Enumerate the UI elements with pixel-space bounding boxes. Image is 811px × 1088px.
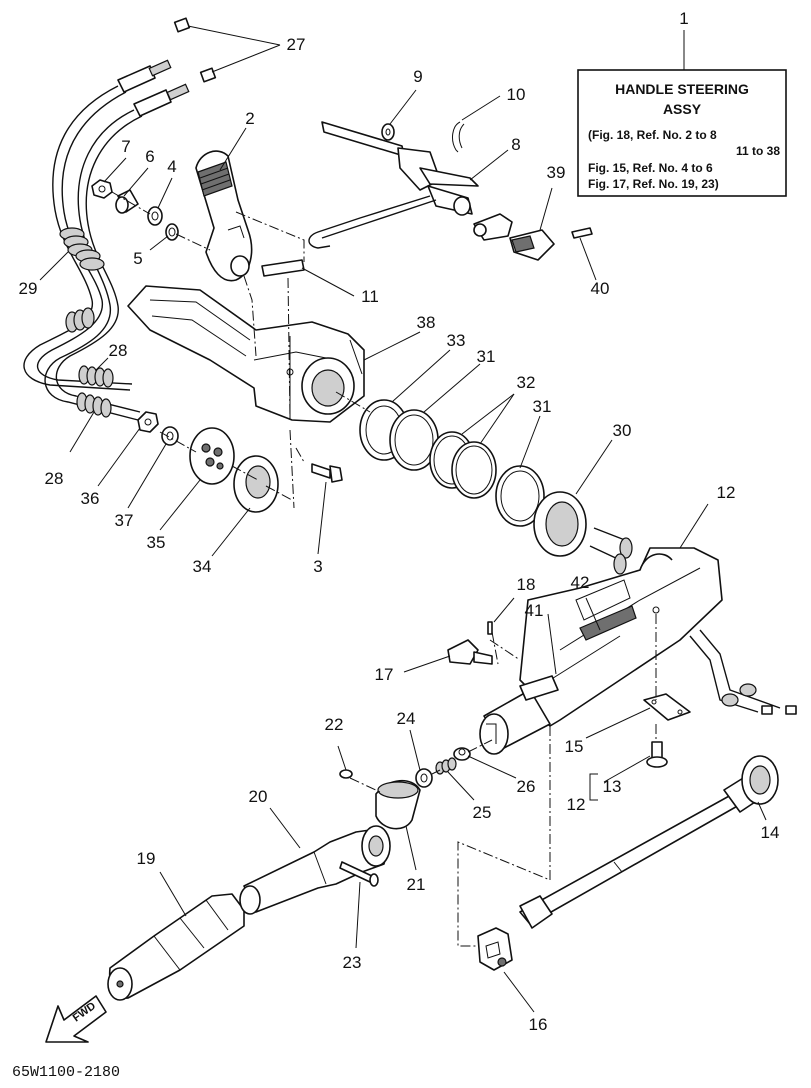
callout-32: 32: [517, 373, 536, 392]
cable-sleeve-upper: [65, 307, 95, 333]
pin-40: [571, 227, 593, 239]
throttle-tube-20: [239, 825, 391, 915]
tiller-arm-12: [479, 527, 797, 755]
bolt-3: [311, 463, 343, 483]
ring-31-lower: [495, 465, 545, 527]
callout-25: 25: [473, 803, 492, 822]
callout-2: 2: [245, 109, 254, 128]
callout-27: 27: [287, 35, 306, 54]
callout-42: 42: [571, 573, 590, 592]
bolt-13: [646, 741, 668, 768]
screw-22: [339, 769, 353, 779]
callout-31-upper: 31: [477, 347, 496, 366]
collar-6: [115, 189, 139, 214]
callout-29: 29: [19, 279, 38, 298]
callout-20: 20: [249, 787, 268, 806]
figure-code: 65W1100-2180: [12, 1064, 120, 1081]
throttle-shift-cables: [23, 17, 217, 421]
callout-33: 33: [447, 331, 466, 350]
callout-40: 40: [591, 279, 610, 298]
shift-rod-8: [308, 121, 479, 249]
handle-housing-38: [127, 285, 365, 423]
washer-4: [147, 206, 163, 226]
info-box: HANDLE STEERING ASSY (Fig. 18, Ref. No. …: [577, 30, 787, 197]
callout-10: 10: [507, 85, 526, 104]
cable-sleeve-28a: [78, 365, 114, 388]
plate-35: [189, 427, 235, 485]
callout-24: 24: [397, 709, 416, 728]
spring-25: [435, 757, 457, 775]
pin-18: [487, 621, 493, 635]
info-ref-3: Fig. 15, Ref. No. 4 to 6: [588, 161, 713, 175]
info-ref-2: 11 to 38: [736, 144, 780, 158]
info-ref-4: Fig. 17, Ref. No. 19, 23): [588, 177, 719, 191]
link-39: [473, 213, 555, 261]
callout-41: 41: [525, 601, 544, 620]
washer-9: [381, 123, 395, 141]
callout-6: 6: [145, 147, 154, 166]
cable-sleeve-29: [59, 227, 105, 271]
plate-15: [643, 693, 691, 721]
callout-13: 13: [603, 777, 622, 796]
callout-9: 9: [413, 67, 422, 86]
nut-26: [453, 747, 471, 761]
callout-numbers: 1 2 3 4 5 6 7 8 9 10 11 12 12 13 14 15 1…: [19, 9, 780, 1034]
callout-23: 23: [343, 953, 362, 972]
callout-28-upper: 28: [109, 341, 128, 360]
throttle-grip-19: [107, 893, 245, 1001]
nut-36: [137, 411, 159, 433]
info-title-1: HANDLE STEERING: [615, 81, 749, 97]
callout-7: 7: [121, 137, 130, 156]
callout-34: 34: [193, 557, 212, 576]
plate-11: [261, 259, 305, 277]
pin-10: [452, 121, 465, 153]
callout-19: 19: [137, 849, 156, 868]
callout-39: 39: [547, 163, 566, 182]
callout-22: 22: [325, 715, 344, 734]
callout-21: 21: [407, 875, 426, 894]
washer-37: [161, 426, 179, 446]
callout-17: 17: [375, 665, 394, 684]
callout-15: 15: [565, 737, 584, 756]
throttle-shaft-14: [519, 755, 779, 929]
screw-23: [339, 861, 379, 887]
shift-lever-2: [195, 150, 253, 282]
nut-7: [91, 179, 113, 199]
leader-lines: [39, 25, 767, 1013]
callout-3: 3: [313, 557, 322, 576]
callout-30: 30: [613, 421, 632, 440]
callout-8: 8: [511, 135, 520, 154]
callout-4: 4: [167, 157, 176, 176]
info-title-2: ASSY: [663, 101, 702, 117]
friction-knob-17: [447, 639, 493, 665]
callout-36: 36: [81, 489, 100, 508]
cable-sleeve-28b: [76, 392, 112, 418]
band-21: [375, 779, 421, 830]
washer-5: [165, 223, 179, 241]
ring-32b: [451, 441, 497, 499]
callout-12: 12: [717, 483, 736, 502]
assembly-lines: [111, 191, 657, 947]
callout-12-bracket: 12: [567, 795, 586, 814]
callout-16: 16: [529, 1015, 548, 1034]
callout-28-lower: 28: [45, 469, 64, 488]
callout-31-lower: 31: [533, 397, 552, 416]
fwd-arrow: FWD: [45, 995, 107, 1043]
callout-1: 1: [679, 9, 688, 28]
bushing-30: [533, 491, 587, 557]
callout-37: 37: [115, 511, 134, 530]
callout-26: 26: [517, 777, 536, 796]
info-ref-1: (Fig. 18, Ref. No. 2 to 8: [588, 128, 717, 142]
washer-24: [415, 768, 433, 788]
callout-35: 35: [147, 533, 166, 552]
bracket-16: [477, 927, 513, 971]
callout-14: 14: [761, 823, 780, 842]
callout-11: 11: [361, 287, 379, 306]
callout-5: 5: [133, 249, 142, 268]
grommet-34: [233, 455, 279, 513]
callout-18: 18: [517, 575, 536, 594]
callout-38: 38: [417, 313, 436, 332]
